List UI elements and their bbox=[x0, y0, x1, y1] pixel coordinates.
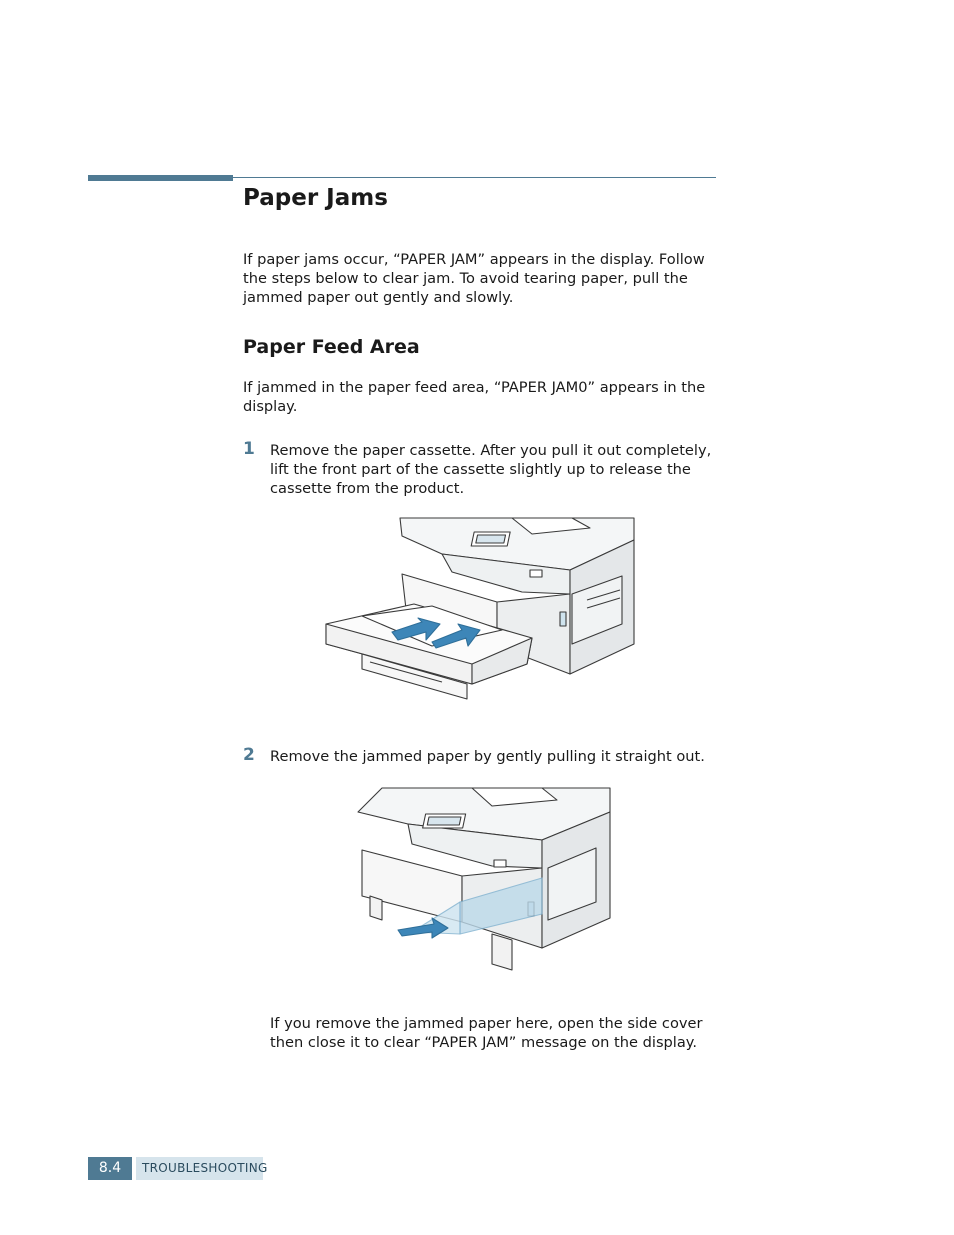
figure-cassette-removal bbox=[325, 517, 635, 700]
page-title: Paper Jams bbox=[243, 185, 388, 211]
header-rule-line bbox=[233, 177, 716, 178]
step-2-number: 2 bbox=[243, 745, 255, 765]
header-rule-accent bbox=[88, 175, 233, 181]
note-paragraph: If you remove the jammed paper here, ope… bbox=[270, 1015, 703, 1051]
step-1-number: 1 bbox=[243, 439, 255, 459]
step-2-text: Remove the jammed paper by gently pullin… bbox=[270, 748, 705, 765]
figure-jammed-paper-removal bbox=[357, 787, 611, 971]
subsection-intro: If jammed in the paper feed area, “PAPER… bbox=[243, 379, 706, 415]
subsection-title: Paper Feed Area bbox=[243, 336, 420, 358]
footer-page-number: 8.4 bbox=[88, 1157, 132, 1180]
intro-paragraph: If paper jams occur, “PAPER JAM” appears… bbox=[243, 251, 705, 306]
footer-chapter-label: Troubleshooting bbox=[136, 1157, 267, 1180]
step-1-text: Remove the paper cassette. After you pul… bbox=[270, 442, 712, 497]
